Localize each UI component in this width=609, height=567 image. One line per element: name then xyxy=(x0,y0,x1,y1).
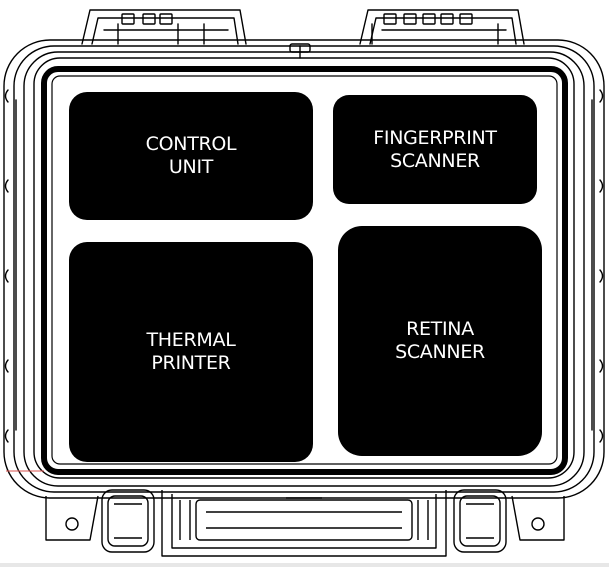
latch-left xyxy=(101,489,155,553)
latch-right xyxy=(453,489,507,553)
compartment-label: FINGERPRINT SCANNER xyxy=(373,126,497,172)
compartment-fingerprint-scanner: FINGERPRINT SCANNER xyxy=(333,95,537,204)
hinge-right xyxy=(359,9,525,45)
compartment-label: THERMAL PRINTER xyxy=(146,329,236,374)
interior-border xyxy=(41,66,568,475)
compartment-label: RETINA SCANNER xyxy=(395,318,485,363)
compartment-retina-scanner: RETINA SCANNER xyxy=(338,226,542,456)
compartment-control-unit: CONTROL UNIT xyxy=(69,92,313,220)
compartment-label: CONTROL UNIT xyxy=(145,133,237,178)
bottom-edge-strip xyxy=(0,563,609,567)
compartment-thermal-printer: THERMAL PRINTER xyxy=(69,242,313,462)
bottom-hardware xyxy=(45,489,565,557)
handle xyxy=(161,490,447,557)
hinge-left xyxy=(81,9,247,45)
